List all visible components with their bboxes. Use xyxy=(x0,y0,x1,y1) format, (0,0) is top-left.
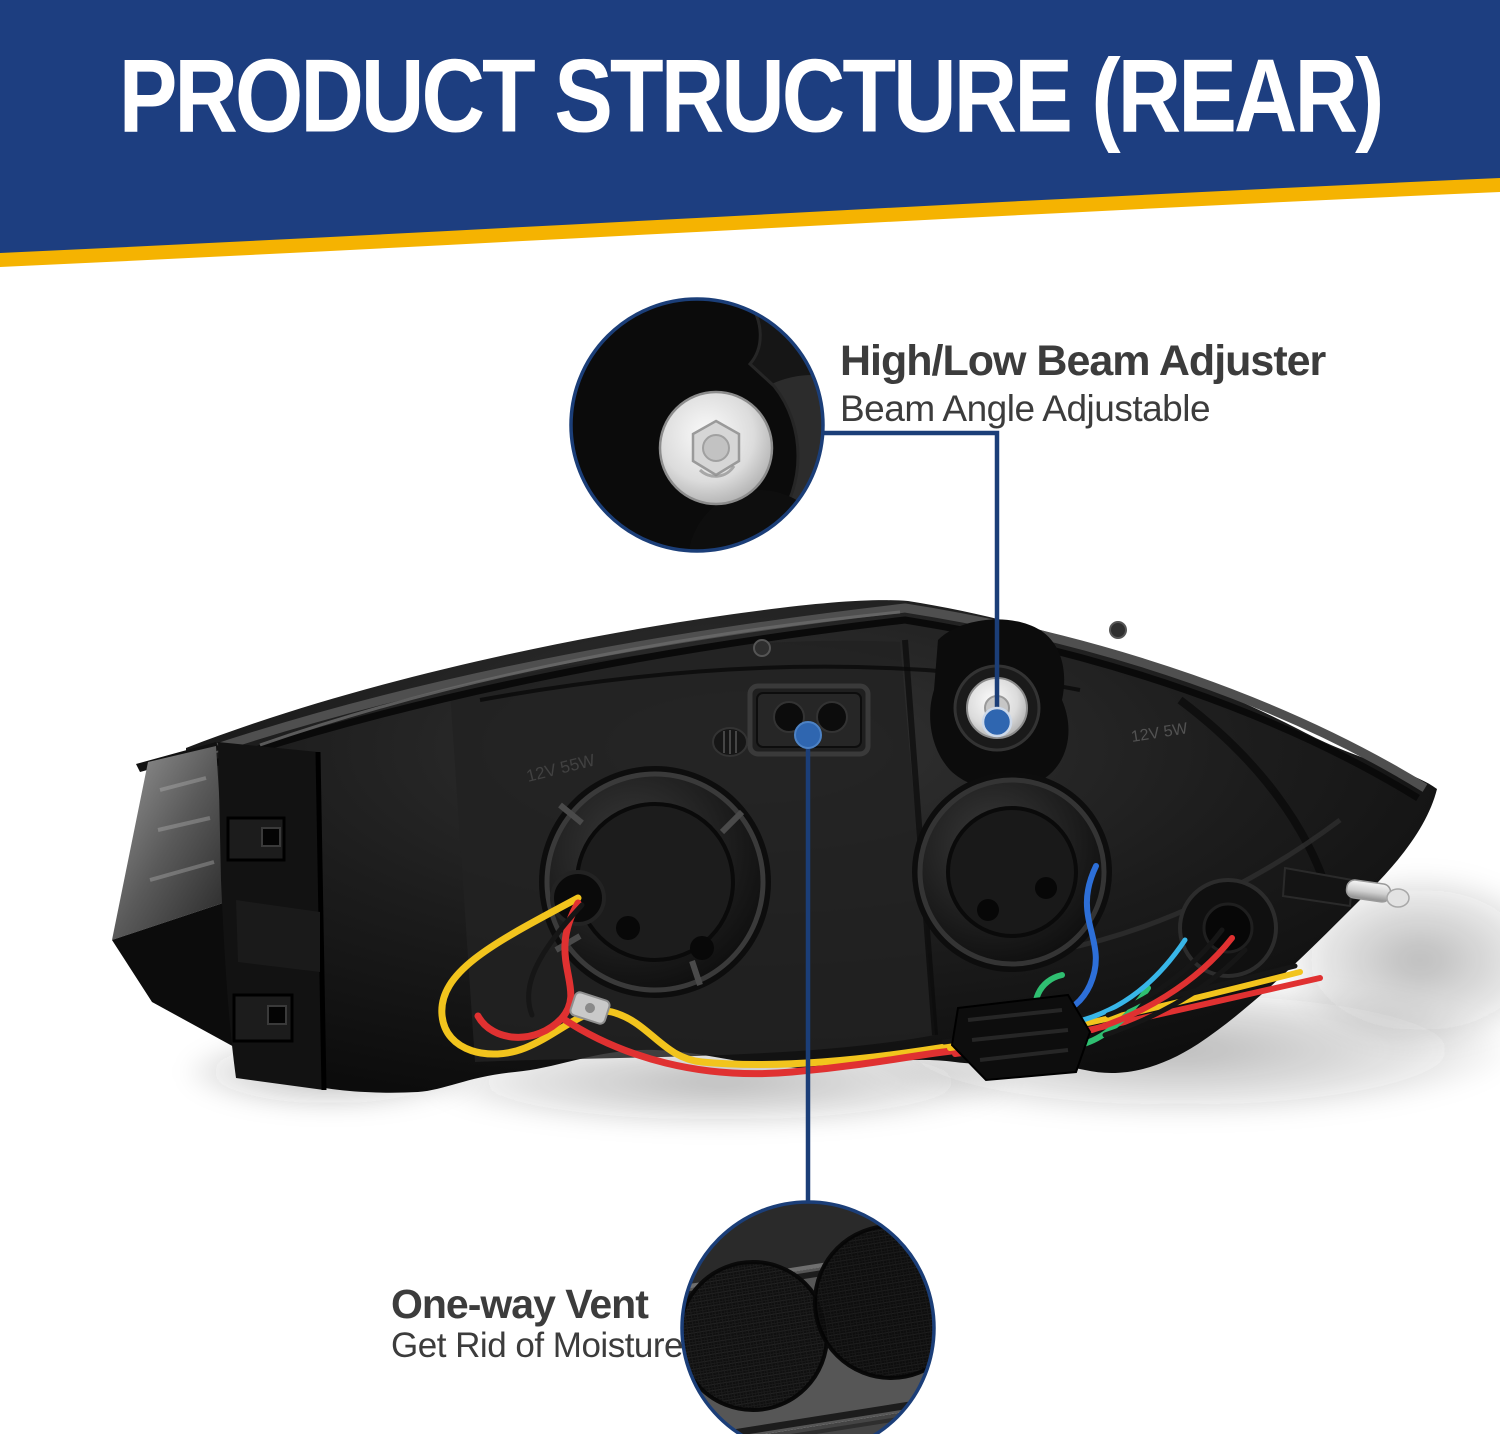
beam-adjuster-callout-subtitle: Beam Angle Adjustable xyxy=(840,388,1211,429)
vent-callout-subtitle: Get Rid of Moisture xyxy=(391,1326,684,1365)
lens-top-rim xyxy=(203,603,1428,801)
beam-adjuster-marker-dot xyxy=(981,706,1013,738)
header-banner xyxy=(0,0,1500,267)
vent-callout-circle xyxy=(680,1200,936,1434)
low-beam-cap xyxy=(539,766,771,998)
mounting-bracket xyxy=(218,742,327,1091)
beam-adjuster-callout-line xyxy=(824,430,1000,712)
beam-adjuster-callout-circle xyxy=(569,297,825,553)
beam-adjuster-callout-title: High/Low Beam Adjuster xyxy=(840,337,1326,385)
bracket-hole-lower xyxy=(267,1005,287,1025)
bracket-hole-upper xyxy=(261,827,281,847)
beam-adjuster-assembly xyxy=(930,619,1069,791)
cap-clips xyxy=(554,802,745,986)
vent-hole-right xyxy=(816,701,848,733)
page-title: PRODUCT STRUCTURE (REAR) xyxy=(118,37,1385,154)
callout-layer xyxy=(569,297,1013,1434)
vent-marker-dot xyxy=(794,721,822,749)
wire-clip xyxy=(569,991,611,1025)
connector-plug xyxy=(950,993,1092,1082)
high-beam-cap xyxy=(912,772,1112,972)
shell-screws xyxy=(753,621,1127,657)
ribbed-oval-vent xyxy=(712,727,748,757)
bulb-socket xyxy=(1178,878,1278,978)
right-ridge xyxy=(1177,696,1334,902)
banner-blue-panel xyxy=(0,0,1500,253)
vent-callout-title: One-way Vent xyxy=(391,1281,649,1327)
lens-corner xyxy=(112,742,236,1048)
vent-nipple xyxy=(1281,866,1410,908)
vent-plate xyxy=(747,683,871,757)
vent-hole-left xyxy=(773,701,805,733)
